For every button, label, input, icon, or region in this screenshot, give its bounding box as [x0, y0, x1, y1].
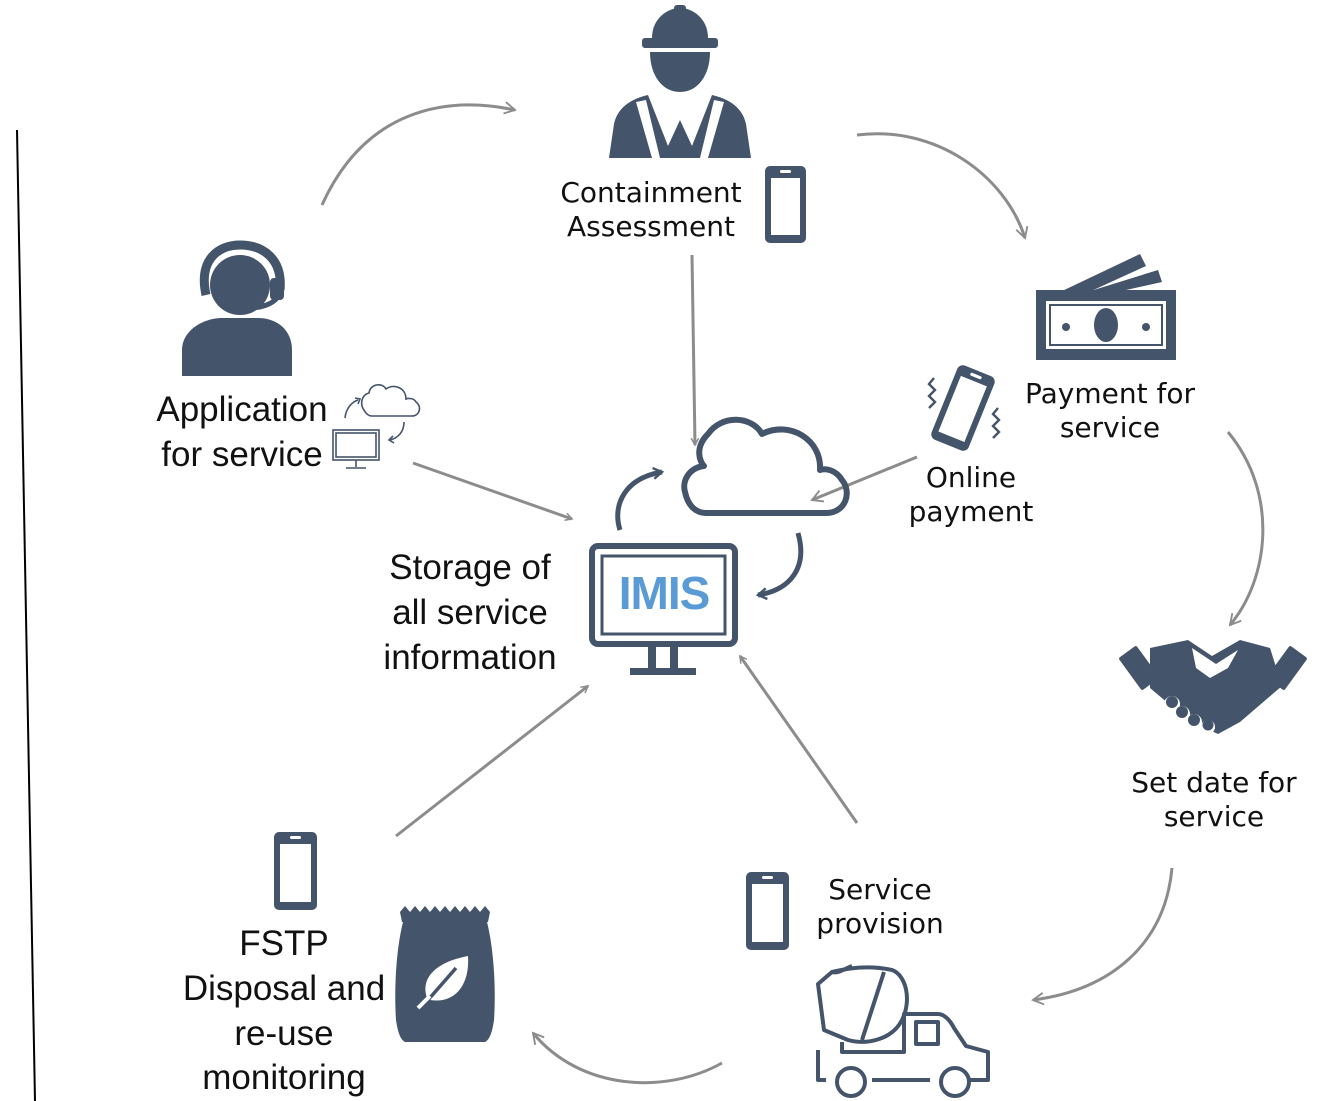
cycle-arrow-provision-to-fstp — [531, 1031, 723, 1085]
containment-label-line-2: Assessment — [567, 210, 735, 244]
online-payment-line-2: payment — [908, 495, 1034, 529]
application-line-2: for service — [161, 434, 323, 474]
application-for-service-label: Application for service — [142, 388, 342, 478]
service-provision-line-1: Service — [828, 873, 932, 906]
call-center-agent-icon — [182, 240, 292, 376]
fstp-line-4: monitoring — [202, 1058, 366, 1098]
left-border-line — [16, 129, 36, 1101]
imis-label: IMIS — [618, 567, 711, 619]
arrow-provision-to-imis — [738, 656, 859, 824]
arrow-fstp-to-imis — [395, 684, 588, 838]
payment-for-service-label: Payment for service — [1010, 377, 1210, 445]
arrow-application-to-imis — [412, 461, 572, 519]
storage-line-2: all service — [392, 592, 548, 632]
vibrating-phone-icon — [927, 365, 1001, 451]
online-payment-line-1: Online — [925, 461, 1017, 494]
sync-arrow-imis-to-cloud-icon — [615, 466, 665, 531]
storage-of-information-label: Storage of all service information — [366, 546, 574, 680]
cement-truck-icon — [816, 964, 990, 1098]
imis-monitor-icon — [589, 543, 738, 675]
cycle-arrow-containment-to-payment — [856, 132, 1029, 240]
cloud-icon — [681, 416, 850, 516]
fstp-line-3: re-use — [234, 1013, 334, 1053]
application-line-1: Application — [156, 390, 328, 429]
cycle-arrow-payment-to-setdate — [1226, 431, 1265, 627]
cloud-computer-sync-icon — [332, 384, 421, 469]
payment-label-line-1: Payment for — [1025, 377, 1195, 410]
fstp-line-1: FSTP — [239, 924, 329, 963]
containment-assessment-label: Containment Assessment — [548, 176, 754, 244]
cycle-arrow-application-to-containment — [320, 101, 517, 206]
service-provision-line-2: provision — [816, 907, 944, 941]
fstp-line-2: Disposal and — [182, 968, 386, 1008]
handshake-icon — [1119, 640, 1307, 734]
sync-arrow-cloud-to-imis-icon — [755, 532, 804, 601]
phone-icon-provision — [746, 872, 789, 950]
set-date-for-service-label: Set date for service — [1110, 766, 1318, 834]
containment-label-line-1: Containment — [560, 176, 742, 209]
engineer-icon — [609, 5, 751, 158]
service-provision-label: Service provision — [796, 873, 964, 941]
storage-line-3: information — [383, 637, 557, 677]
online-payment-label: Online payment — [895, 461, 1047, 529]
arrow-containment-to-cloud — [692, 254, 695, 445]
storage-line-1: Storage of — [389, 548, 551, 587]
compost-bag-icon — [395, 906, 495, 1042]
set-date-line-2: service — [1163, 800, 1265, 834]
phone-icon-containment — [765, 166, 806, 243]
cycle-arrow-setdate-to-provision — [1031, 867, 1174, 1006]
cash-icon — [1036, 254, 1176, 360]
fstp-disposal-label: FSTP Disposal and re-use monitoring — [168, 922, 400, 1101]
phone-icon-fstp — [274, 832, 317, 910]
set-date-line-1: Set date for — [1131, 766, 1297, 799]
payment-label-line-2: service — [1059, 411, 1161, 445]
arrow-online-payment-to-cloud — [810, 455, 918, 503]
